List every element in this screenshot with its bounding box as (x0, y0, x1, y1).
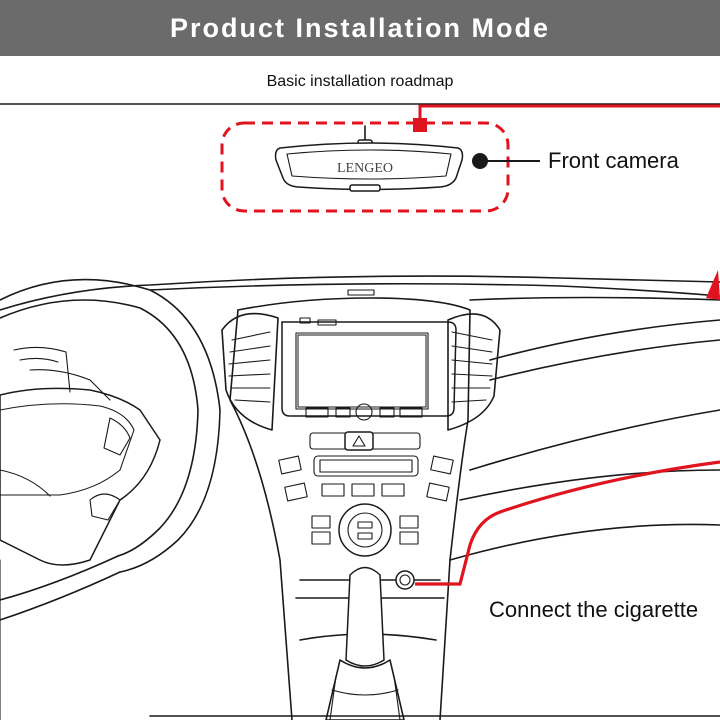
mirror-brand: LENGEO (337, 161, 393, 176)
title-banner: Product Installation Mode (0, 0, 720, 56)
car-dashboard-illustration (0, 275, 720, 720)
rearview-mirror-icon: LENGEO (274, 125, 464, 192)
cable-entry-marker (706, 270, 720, 300)
mirror-highlight-box (220, 121, 510, 213)
power-cable (415, 460, 720, 586)
front-camera-dot (472, 153, 488, 169)
diagram-subtitle: Basic installation roadmap (266, 73, 454, 90)
page-title: Product Installation Mode (169, 12, 550, 43)
front-camera-label: Front camera (548, 148, 679, 173)
hazard-icon (352, 435, 366, 447)
steering-wheel-icon (0, 278, 221, 720)
cable-connector (413, 118, 427, 132)
cigarette-label: Connect the cigarette (489, 597, 699, 622)
